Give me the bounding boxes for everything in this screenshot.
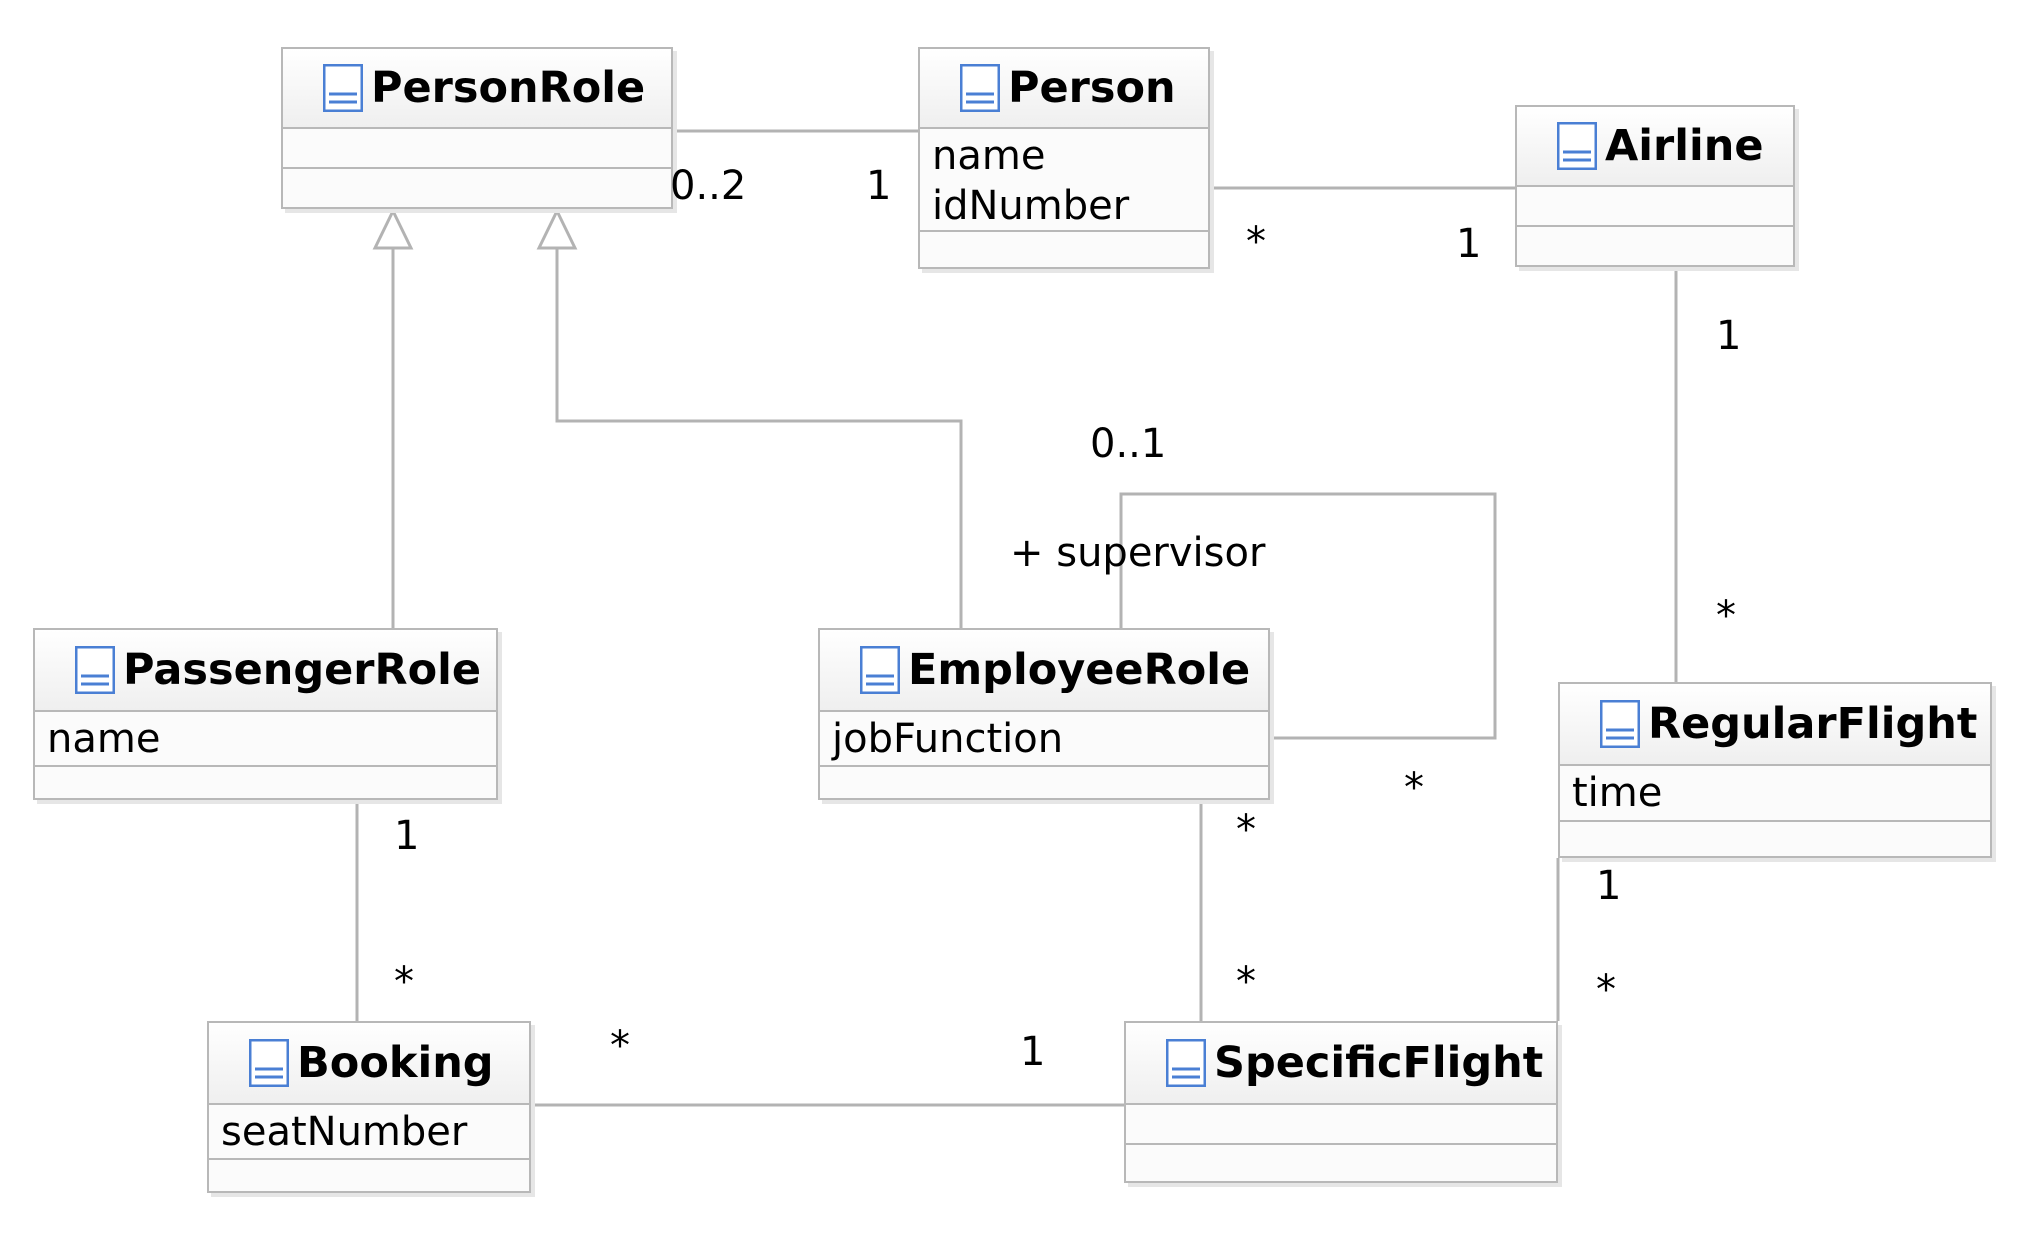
- operation-compartment: [1517, 227, 1793, 267]
- multiplicity-label: *: [1236, 807, 1256, 853]
- attribute: name: [47, 716, 161, 762]
- attribute-compartment: jobFunction: [820, 712, 1268, 767]
- attribute-compartment: seatNumber: [209, 1105, 529, 1160]
- attribute: idNumber: [932, 183, 1130, 229]
- class-icon: [960, 64, 1000, 112]
- class-employeerole[interactable]: EmployeeRole jobFunction: [818, 628, 1270, 800]
- multiplicity-label: *: [1716, 593, 1736, 639]
- attribute-compartment: [1517, 187, 1793, 227]
- class-icon: [323, 64, 363, 112]
- attribute-compartment: time: [1560, 766, 1990, 822]
- class-icon: [860, 646, 900, 694]
- class-airline[interactable]: Airline: [1515, 105, 1795, 267]
- attribute: name: [932, 133, 1046, 179]
- class-name: PassengerRole: [123, 645, 482, 695]
- role-label: + supervisor: [1010, 530, 1266, 576]
- attribute: jobFunction: [832, 716, 1064, 762]
- class-icon: [1600, 700, 1640, 748]
- class-icon: [75, 646, 115, 694]
- class-icon: [1557, 122, 1597, 170]
- class-passengerrole[interactable]: PassengerRole name: [33, 628, 498, 800]
- operation-compartment: [283, 169, 671, 209]
- multiplicity-label: 1: [394, 813, 420, 859]
- class-name: Booking: [297, 1038, 494, 1088]
- generalization-arrowhead-employee: [536, 207, 578, 250]
- class-regularflight[interactable]: RegularFlight time: [1558, 682, 1992, 858]
- multiplicity-label: 0..1: [1090, 421, 1167, 467]
- operation-compartment: [920, 232, 1208, 269]
- class-name: EmployeeRole: [908, 645, 1251, 695]
- multiplicity-label: 1: [1020, 1029, 1046, 1075]
- attribute-compartment: [1126, 1105, 1556, 1145]
- operation-compartment: [1126, 1145, 1556, 1183]
- attribute-compartment: [283, 129, 671, 169]
- multiplicity-label: 1: [866, 163, 892, 209]
- operation-compartment: [35, 767, 496, 800]
- operation-compartment: [209, 1160, 529, 1193]
- multiplicity-label: *: [1404, 765, 1424, 811]
- attribute-compartment: name: [35, 712, 496, 767]
- class-personrole[interactable]: PersonRole: [281, 47, 673, 209]
- multiplicity-label: 1: [1596, 863, 1622, 909]
- operation-compartment: [1560, 822, 1990, 858]
- class-name: PersonRole: [371, 63, 646, 113]
- class-name: Airline: [1605, 121, 1764, 171]
- generalization-arrowhead-passenger: [372, 207, 414, 250]
- association-supervisor: [1119, 492, 1497, 740]
- operation-compartment: [820, 767, 1268, 800]
- class-booking[interactable]: Booking seatNumber: [207, 1021, 531, 1193]
- class-icon: [249, 1039, 289, 1087]
- class-name: Person: [1008, 63, 1176, 113]
- attribute: seatNumber: [221, 1109, 468, 1155]
- attribute-compartment: name idNumber: [920, 129, 1208, 232]
- class-specificflight[interactable]: SpecificFlight: [1124, 1021, 1558, 1183]
- class-person[interactable]: Person name idNumber: [918, 47, 1210, 269]
- class-icon: [1166, 1039, 1206, 1087]
- multiplicity-label: *: [1246, 219, 1266, 265]
- multiplicity-label: 1: [1716, 313, 1742, 359]
- class-name: SpecificFlight: [1214, 1038, 1544, 1088]
- attribute: time: [1572, 770, 1663, 816]
- multiplicity-label: *: [394, 959, 414, 1005]
- generalization-employeerole: [555, 248, 963, 628]
- multiplicity-label: *: [1596, 967, 1616, 1013]
- multiplicity-label: *: [610, 1023, 630, 1069]
- multiplicity-label: 1: [1456, 221, 1482, 267]
- multiplicity-label: 0..2: [670, 163, 747, 209]
- multiplicity-label: *: [1236, 959, 1256, 1005]
- class-name: RegularFlight: [1648, 699, 1978, 749]
